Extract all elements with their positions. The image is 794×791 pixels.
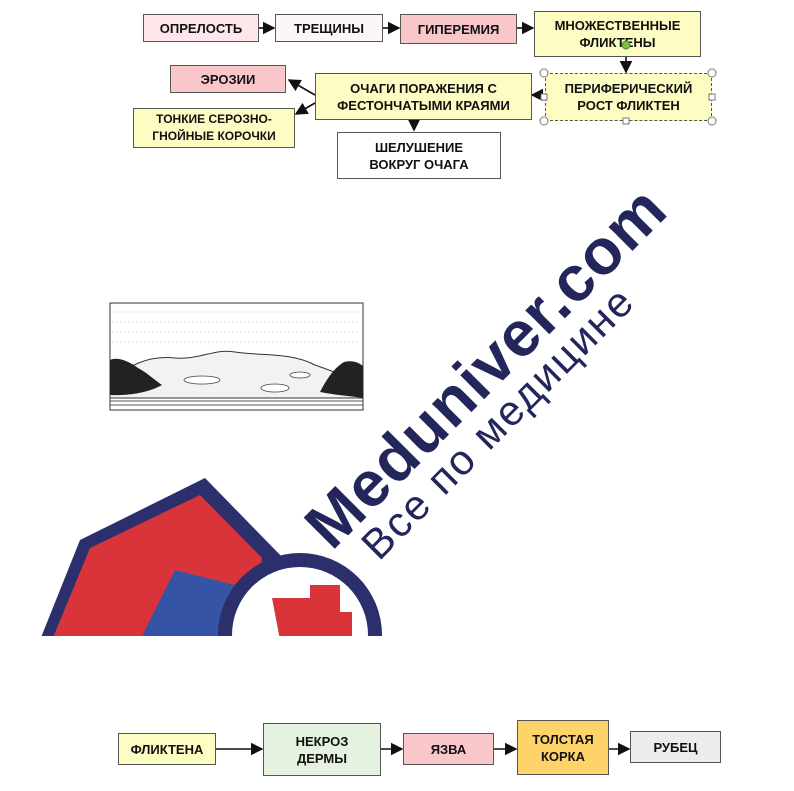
box-crust: ТОЛСТАЯ КОРКА bbox=[517, 720, 609, 775]
box-cracks: ТРЕЩИНЫ bbox=[275, 14, 383, 42]
handle-top-left bbox=[539, 68, 549, 78]
box-foci: ОЧАГИ ПОРАЖЕНИЯ С ФЕСТОНЧАТЫМИ КРАЯМИ bbox=[315, 73, 532, 120]
right-crust bbox=[320, 361, 363, 398]
handle-left bbox=[540, 93, 548, 101]
arrow-foci-to-crusts bbox=[294, 102, 316, 115]
box-phlyctens: МНОЖЕСТВЕННЫЕ ФЛИКТЕНЫ bbox=[534, 11, 701, 57]
box-erosions: ЭРОЗИИ bbox=[170, 65, 286, 93]
handle-bottom-right bbox=[707, 116, 717, 126]
vesicle bbox=[260, 383, 290, 393]
handle-bottom-left bbox=[539, 116, 549, 126]
rotate-handle bbox=[621, 40, 631, 50]
vesicle bbox=[289, 371, 311, 379]
handle-top-right bbox=[707, 68, 717, 78]
box-hyperemia: ГИПЕРЕМИЯ bbox=[400, 14, 517, 44]
handle-right bbox=[708, 93, 716, 101]
box-ulcer: ЯЗВА bbox=[403, 733, 494, 765]
handle-bottom bbox=[622, 117, 630, 125]
box-opreлost: ОПРЕЛОСТЬ bbox=[143, 14, 259, 42]
arrow-foci-to-erosions bbox=[287, 79, 316, 96]
vesicle bbox=[183, 375, 221, 385]
box-peeling: ШЕЛУШЕНИЕ ВОКРУГ ОЧАГА bbox=[337, 132, 501, 179]
left-crust bbox=[110, 358, 162, 396]
box-peripheral[interactable]: ПЕРИФЕРИЧЕСКИЙ РОСТ ФЛИКТЕН bbox=[545, 73, 712, 121]
box-crusts: ТОНКИЕ СЕРОЗНО- ГНОЙНЫЕ КОРОЧКИ bbox=[133, 108, 295, 148]
box-scar: РУБЕЦ bbox=[630, 731, 721, 763]
box-necrosis: НЕКРОЗ ДЕРМЫ bbox=[263, 723, 381, 776]
box-phlyctena: ФЛИКТЕНА bbox=[118, 733, 216, 765]
